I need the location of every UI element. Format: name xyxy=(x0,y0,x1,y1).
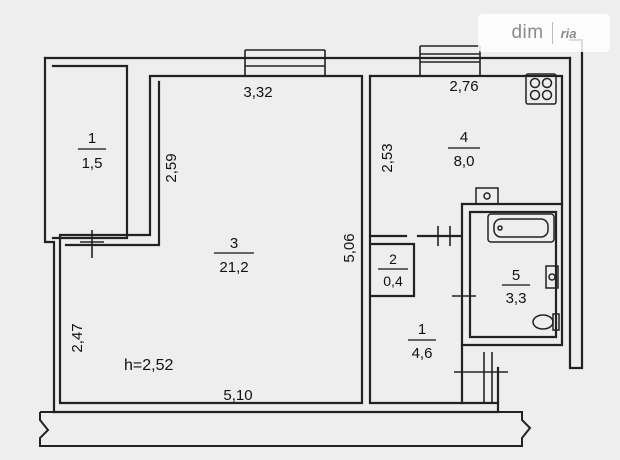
room-area: 1,5 xyxy=(82,155,103,172)
dimension-living-left-lower: 2,47 xyxy=(69,323,86,352)
watermark-logo: dim ria xyxy=(478,14,610,52)
dimension-kitchen-top: 2,76 xyxy=(449,78,478,95)
dimension-living-left-upper: 2,59 xyxy=(163,153,180,182)
bathtub-icon xyxy=(487,213,555,243)
room-number: 2 xyxy=(389,251,397,267)
room-label-3: 3 21,2 xyxy=(214,235,254,276)
dimension-living-bottom: 5,10 xyxy=(223,387,252,404)
watermark-divider xyxy=(551,22,553,44)
window-kitchen xyxy=(419,45,481,76)
room-label-5: 5 3,3 xyxy=(502,267,530,307)
foundation-line xyxy=(39,411,532,447)
room-area: 3,3 xyxy=(506,290,527,307)
dimension-living-top: 3,32 xyxy=(243,84,272,101)
room-label-1-top: 1 1,5 xyxy=(78,130,106,172)
room-number: 1 xyxy=(88,130,96,147)
outer-wall-right xyxy=(568,38,584,370)
watermark-brand: dim xyxy=(511,22,544,43)
room-area: 21,2 xyxy=(219,259,248,276)
room-number: 3 xyxy=(230,235,238,252)
room-area: 4,6 xyxy=(412,345,433,362)
room-area: 0,4 xyxy=(383,273,403,289)
loggia-wall xyxy=(51,64,129,240)
kitchen-wall xyxy=(368,74,564,206)
washbasin-icon xyxy=(545,265,559,289)
ceiling-height: h=2,52 xyxy=(124,357,173,374)
bathroom-wall xyxy=(460,202,564,347)
watermark-brand-secondary: ria xyxy=(560,25,577,41)
room-area: 8,0 xyxy=(454,153,475,170)
closet-wall-2 xyxy=(370,242,416,298)
outer-wall-bottom xyxy=(52,366,500,414)
dimension-kitchen-left: 2,53 xyxy=(379,143,396,172)
room-label-1-bottom: 1 4,6 xyxy=(408,321,436,362)
living-wall xyxy=(58,74,364,405)
door-marks xyxy=(80,226,508,404)
dimension-living-right: 5,06 xyxy=(341,233,358,262)
outer-wall xyxy=(43,56,56,414)
room-label-4: 4 8,0 xyxy=(448,129,480,170)
room-label-2: 2 0,4 xyxy=(378,251,408,289)
room-number: 1 xyxy=(418,321,426,338)
living-wall-inner xyxy=(64,80,161,247)
room-number: 4 xyxy=(460,129,468,146)
window-living xyxy=(244,49,326,76)
room-number: 5 xyxy=(512,267,520,284)
sink-icon xyxy=(475,187,499,205)
stove-icon xyxy=(525,73,557,105)
toilet-icon xyxy=(532,313,560,331)
